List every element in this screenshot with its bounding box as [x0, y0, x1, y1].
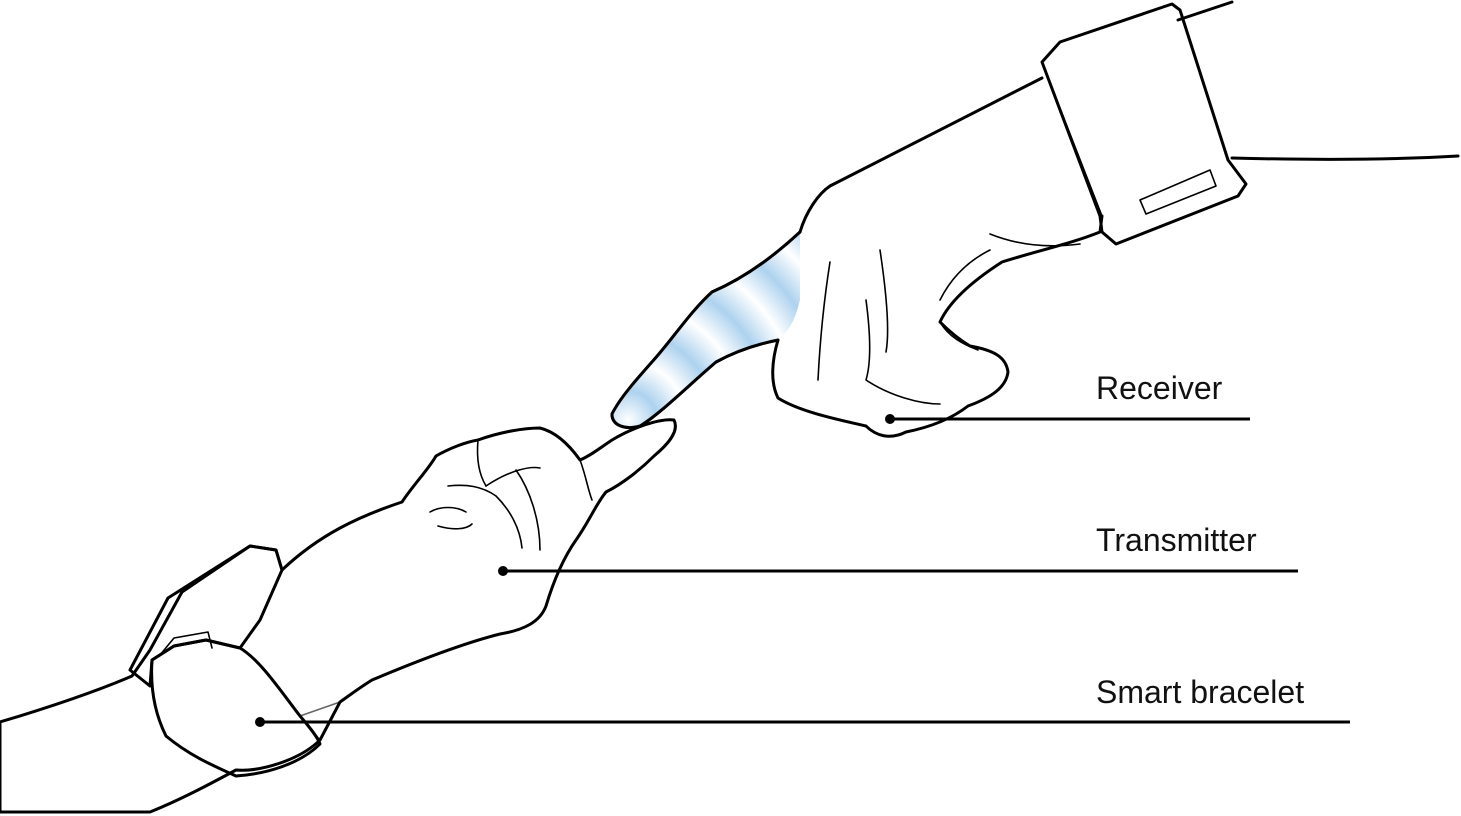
transmitter-arm — [0, 418, 677, 814]
leader-smart-bracelet — [255, 717, 1350, 727]
receiver-hand — [610, 184, 1104, 438]
leader-receiver — [885, 414, 1250, 424]
leader-transmitter — [498, 566, 1298, 576]
bracelet-face — [150, 638, 322, 778]
smart-bracelet — [128, 544, 341, 778]
smart-bracelet-dot — [255, 717, 265, 727]
receiver-arm — [610, 0, 1460, 438]
transmitter-label: Transmitter — [1096, 522, 1257, 558]
smart-bracelet-label: Smart bracelet — [1096, 674, 1304, 710]
transmitter-dot — [498, 566, 508, 576]
transmitter-forearm — [0, 418, 677, 814]
receiver-dot — [885, 414, 895, 424]
receiver-signal-glow — [612, 232, 800, 428]
receiver-label: Receiver — [1096, 370, 1223, 406]
